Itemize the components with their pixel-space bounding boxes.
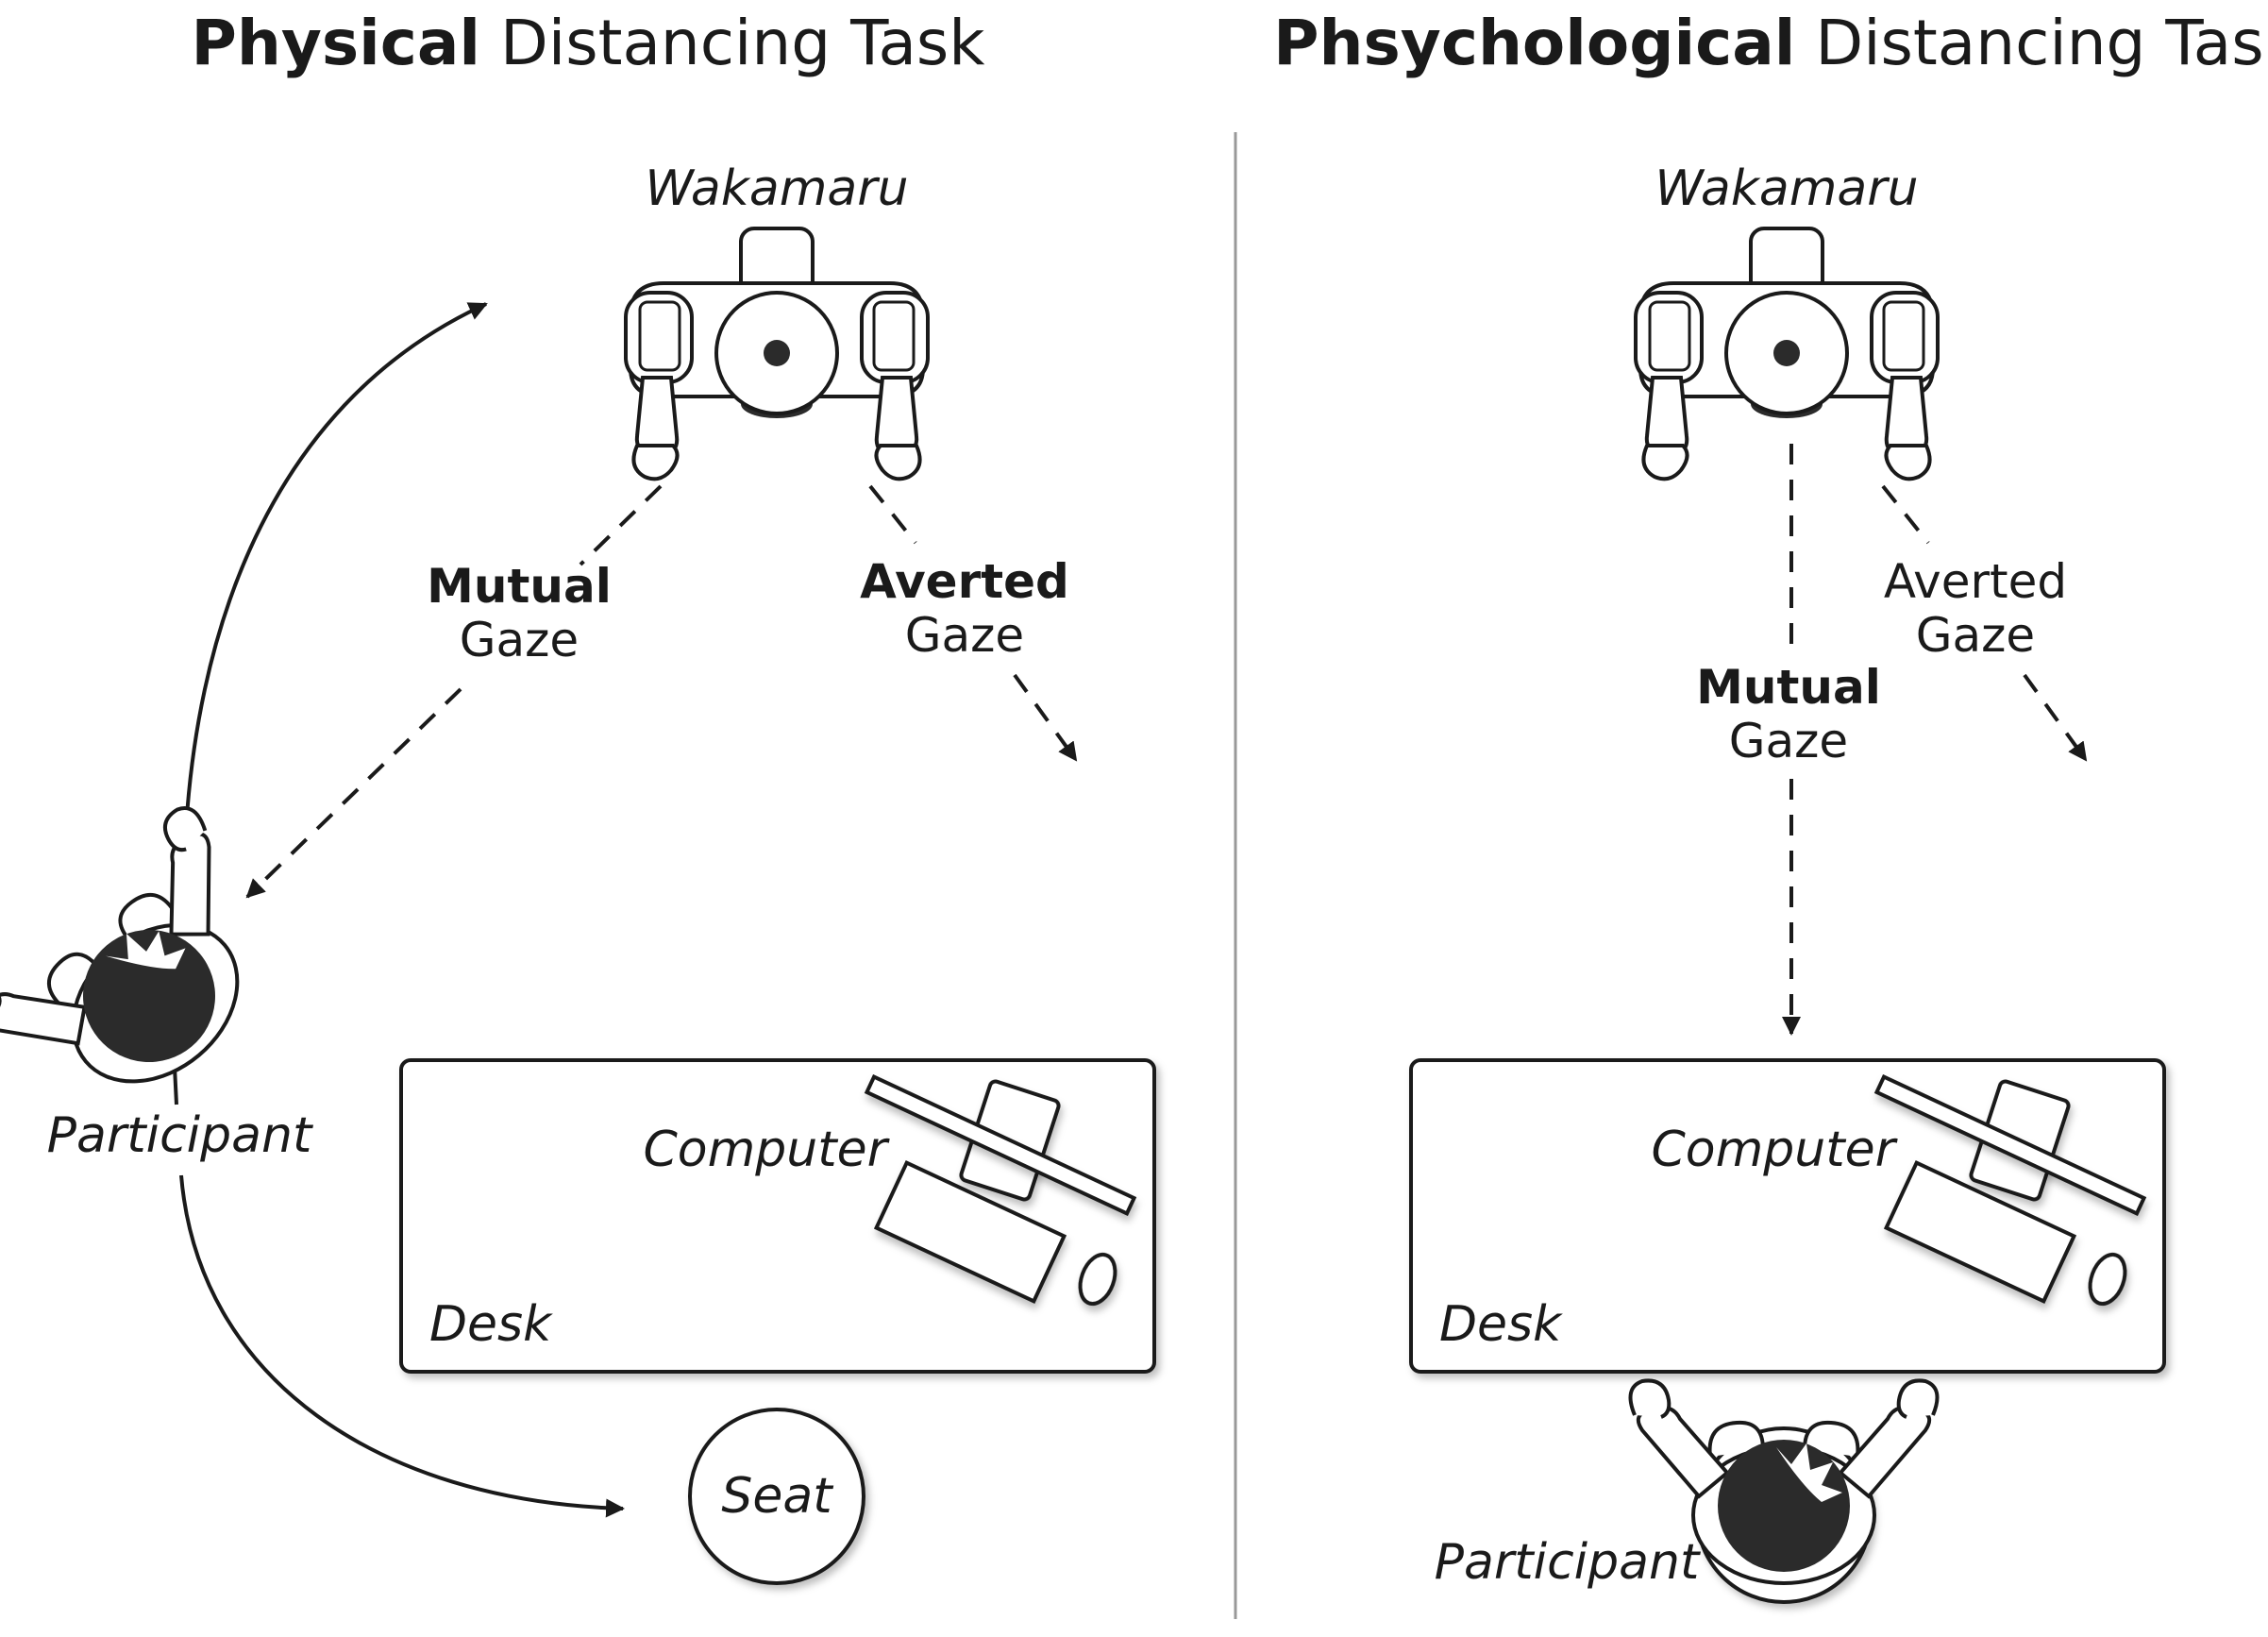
panel-physical-distancing: Physical Distancing Task Wakamaru Mutual… bbox=[0, 7, 1156, 1585]
averted-gaze-line-upper bbox=[868, 484, 917, 545]
participant-label: Participant bbox=[1435, 1534, 1701, 1591]
mutual-gaze-line-lower bbox=[245, 687, 462, 899]
walk-path-to-robot bbox=[182, 302, 488, 879]
desk-label: Desk bbox=[1439, 1296, 1563, 1353]
desk-label: Desk bbox=[429, 1296, 553, 1353]
mutual-gaze-line-upper bbox=[579, 484, 663, 566]
participant-label: Participant bbox=[47, 1107, 313, 1164]
participant-icon bbox=[0, 799, 319, 1156]
panel-title: Physical Distancing Task bbox=[191, 7, 985, 79]
averted-gaze-line-upper bbox=[1881, 484, 1930, 545]
panel-title: Phsychological Distancing Task bbox=[1273, 7, 2268, 79]
seat bbox=[688, 1408, 865, 1585]
computer-label: Computer bbox=[643, 1122, 890, 1178]
computer-label: Computer bbox=[1651, 1122, 1898, 1178]
wakamaru-robot-icon bbox=[1634, 227, 1940, 481]
averted-gaze-label-rest: Gaze bbox=[1916, 608, 2035, 663]
computer-icon bbox=[864, 1073, 1137, 1307]
panel-title-rest: Distancing Task bbox=[1795, 7, 2268, 79]
panel-title-bold: Phsychological bbox=[1273, 7, 1795, 79]
robot-label: Wakamaru bbox=[645, 160, 908, 217]
walk-path-to-seat bbox=[179, 1174, 625, 1518]
wakamaru-robot-icon bbox=[624, 227, 930, 481]
panel-title-bold: Physical bbox=[191, 7, 480, 79]
mutual-gaze-label-bold: Mutual bbox=[1696, 660, 1881, 715]
panel-title-rest: Distancing Task bbox=[480, 7, 985, 79]
averted-gaze-label-bold: Averted bbox=[1884, 554, 2067, 609]
mutual-gaze-label-rest: Gaze bbox=[1729, 714, 1848, 768]
seat-label: Seat bbox=[721, 1468, 833, 1525]
robot-label: Wakamaru bbox=[1655, 160, 1918, 217]
mutual-gaze-label-bold: Mutual bbox=[427, 559, 612, 614]
averted-gaze-line-lower bbox=[1013, 673, 1078, 762]
averted-gaze-label-bold: Averted bbox=[860, 554, 1069, 609]
averted-gaze-label-rest: Gaze bbox=[905, 608, 1024, 663]
panel-psychological-distancing: Phsychological Distancing Task Wakamaru … bbox=[1273, 7, 2268, 1604]
mutual-gaze-label-rest: Gaze bbox=[460, 613, 579, 667]
computer-icon bbox=[1873, 1073, 2147, 1307]
averted-gaze-line-lower bbox=[2023, 673, 2088, 762]
